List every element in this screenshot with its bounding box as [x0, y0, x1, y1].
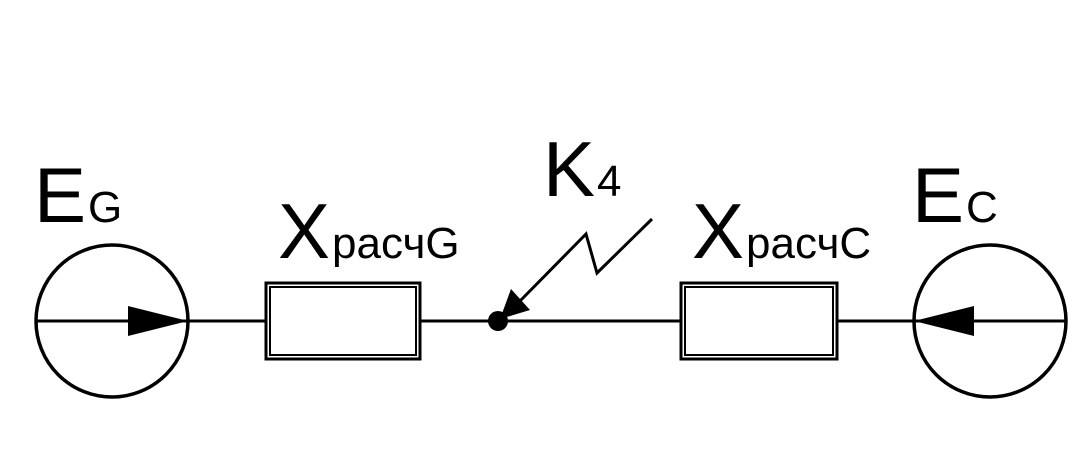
lightning-bolt-icon: [518, 217, 654, 303]
source-g-arrow-icon: [128, 306, 188, 336]
resistor-c-body: [679, 281, 839, 361]
label-xg: XрасчG: [278, 187, 460, 275]
source-c-arrow-icon: [914, 306, 974, 336]
resistor-g: [264, 281, 422, 361]
resistor-g-inner: [269, 286, 417, 356]
resistor-c: [679, 281, 839, 361]
label-ec: EC: [912, 151, 998, 239]
label-xc: XрасчC: [692, 187, 871, 275]
resistor-c-inner: [684, 286, 834, 356]
fault-k4: [488, 217, 654, 331]
label-eg: EG: [34, 151, 122, 239]
label-k4: K4: [543, 125, 622, 213]
source-c: [912, 243, 1068, 399]
lightning-arrow-head-icon: [500, 289, 530, 319]
source-g: [34, 243, 190, 399]
resistor-g-body: [264, 281, 422, 361]
